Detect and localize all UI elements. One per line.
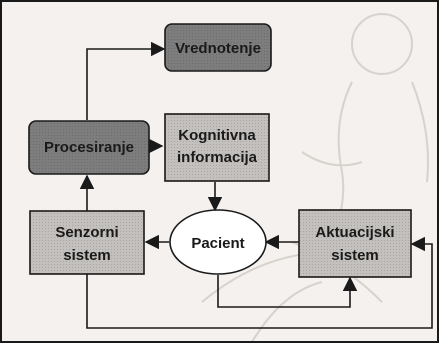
node-aktuacijski-line-1: Aktuacijski [315,224,394,241]
node-pacient: Pacient [169,209,267,275]
arrow-pacient-to-aktuacijski [217,275,358,308]
node-vrednotenje-label: Vrednotenje [175,40,261,57]
node-kognitivna-line-2: informacija [177,149,258,166]
node-kognitivna-informacija: Kognitivna informacija [164,113,270,182]
node-kognitivna-line-1: Kognitivna [178,127,256,144]
node-vrednotenje: Vrednotenje [164,23,272,72]
node-senzorni-line-1: Senzorni [55,224,118,241]
arrow-procesiranje-to-vrednotenje [86,41,166,120]
node-senzorni-sistem: Senzorni sistem [29,210,145,275]
node-senzorni-line-2: sistem [63,247,111,264]
arrow-senzorni-loop-to-aktuacijski [86,236,433,329]
node-pacient-label: Pacient [191,235,244,252]
node-aktuacijski-sistem: Aktuacijski sistem [298,209,412,278]
node-procesiranje: Procesiranje [28,120,150,175]
node-aktuacijski-line-2: sistem [331,247,379,264]
node-procesiranje-label: Procesiranje [44,139,134,156]
connectors [79,41,433,329]
